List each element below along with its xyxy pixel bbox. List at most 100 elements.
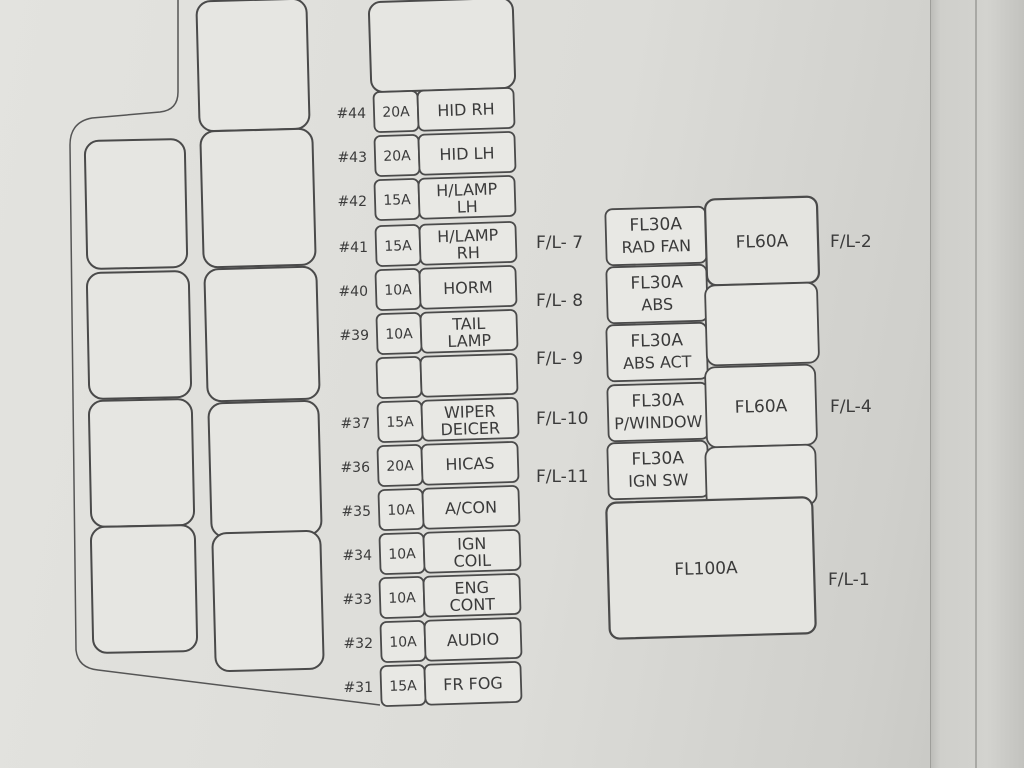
fuse-label: COIL xyxy=(453,551,491,571)
fusible-link-circuit: P/WINDOW xyxy=(614,412,703,433)
fuse-amp: 10A xyxy=(385,326,413,343)
main-link: FL100A xyxy=(605,496,817,640)
fuse-row: 20A HID LH xyxy=(373,131,517,177)
fusible-link-rating: FL30A xyxy=(631,390,684,411)
fuse-label-cell xyxy=(417,131,517,176)
fuse-label-cell xyxy=(416,87,516,132)
fuse-label-cell xyxy=(422,573,522,618)
fuse-label-cell xyxy=(422,529,522,574)
right-link-side-label: F/L-4 xyxy=(830,397,872,417)
fusible-link-rating: FL30A xyxy=(631,448,684,469)
fusible-link-circuit: IGN SW xyxy=(628,470,689,491)
fuse-amp: 20A xyxy=(382,104,410,121)
fusible-link-side-label: F/L-10 xyxy=(536,409,588,429)
fuse-amp: 15A xyxy=(389,678,417,695)
fuse-amp-cell xyxy=(375,356,423,399)
fusible-link-circuit: RAD FAN xyxy=(621,236,691,257)
relay-slot xyxy=(199,127,317,269)
fuse-amp: 15A xyxy=(386,414,414,431)
fuse-number: #39 xyxy=(339,328,369,344)
fuse-label: FR FOG xyxy=(443,673,503,694)
fusible-link-circuit: ABS xyxy=(641,295,673,315)
fusible-link-side-label: F/L-11 xyxy=(536,467,588,487)
relay-slot xyxy=(367,0,517,93)
fuse-label-cell xyxy=(417,175,517,220)
fuse-label: HID LH xyxy=(439,143,495,164)
fuse-label: H/LAMP xyxy=(437,225,499,246)
fuse-label: LH xyxy=(457,197,479,217)
right-link-label: FL60A xyxy=(735,396,788,417)
relay-slot xyxy=(89,524,199,654)
right-link-side-label: F/L-2 xyxy=(830,232,872,252)
fuse-number: #41 xyxy=(338,240,368,256)
fuse-label-cell xyxy=(418,221,518,266)
fuse-number: #31 xyxy=(343,680,373,696)
fuse-number: #37 xyxy=(340,416,370,432)
relay-slot xyxy=(85,270,193,400)
fuse-amp: 10A xyxy=(388,546,416,563)
fuse-label-cell xyxy=(420,441,520,486)
main-link-side-label: F/L-1 xyxy=(828,570,870,590)
fusible-link-rating: FL30A xyxy=(629,214,682,235)
relay-slot xyxy=(211,529,325,673)
fuse-label-cell xyxy=(423,661,523,706)
fuse-label-cell xyxy=(423,617,523,662)
relay-slot xyxy=(195,0,311,133)
fusible-link-side-label: F/L- 7 xyxy=(536,233,583,253)
fuse-row: 10A A/CON xyxy=(377,485,521,531)
fuse-amp: 10A xyxy=(387,502,415,519)
fuse-amp: 10A xyxy=(389,634,417,651)
fuse-label-cell xyxy=(419,309,519,354)
fusible-link-circuit: ABS ACT xyxy=(623,352,692,373)
fuse-number: #34 xyxy=(342,548,372,564)
fuse-label: A/CON xyxy=(445,497,498,518)
right-link-label: FL60A xyxy=(736,231,789,252)
fuse-label-cell xyxy=(418,265,518,310)
page-gutter xyxy=(930,0,1024,768)
right-link-cell xyxy=(704,281,820,367)
fuse-label: H/LAMP xyxy=(436,179,498,200)
fuse-amp: 10A xyxy=(384,282,412,299)
fuse-label: TAIL xyxy=(451,314,486,334)
fuse-number: #32 xyxy=(343,636,373,652)
right-link: FL60A xyxy=(703,195,821,287)
fuse-label: WIPER xyxy=(444,402,496,423)
relay-slot xyxy=(207,399,323,539)
fuse-row: 20A HID RH xyxy=(372,87,516,133)
fuse-label: HID RH xyxy=(437,99,495,120)
fuse-label: RH xyxy=(456,243,480,263)
fuse-amp: 20A xyxy=(383,148,411,165)
fuse-box-outline xyxy=(69,0,381,706)
fusible-link-side-label: F/L- 8 xyxy=(536,291,583,311)
fusible-link-side-label: F/L- 9 xyxy=(536,349,583,369)
fuse-number: #33 xyxy=(342,592,372,608)
relay-slot xyxy=(87,398,196,528)
fuse-amp: 15A xyxy=(383,192,411,209)
relay-slot xyxy=(83,138,189,270)
fuse-label: HICAS xyxy=(445,454,495,475)
fuse-number: #42 xyxy=(337,194,367,210)
fuse-row: 10A HORM xyxy=(374,265,518,311)
fuse-label: HORM xyxy=(443,278,493,299)
fuse-number: #40 xyxy=(338,284,368,300)
fuse-row: 15A FR FOG xyxy=(379,661,523,707)
fuse-label: DEICER xyxy=(440,418,500,439)
fuse-label: IGN xyxy=(457,534,487,554)
fuse-label: LAMP xyxy=(447,331,492,351)
fuse-amp: 15A xyxy=(384,238,412,255)
